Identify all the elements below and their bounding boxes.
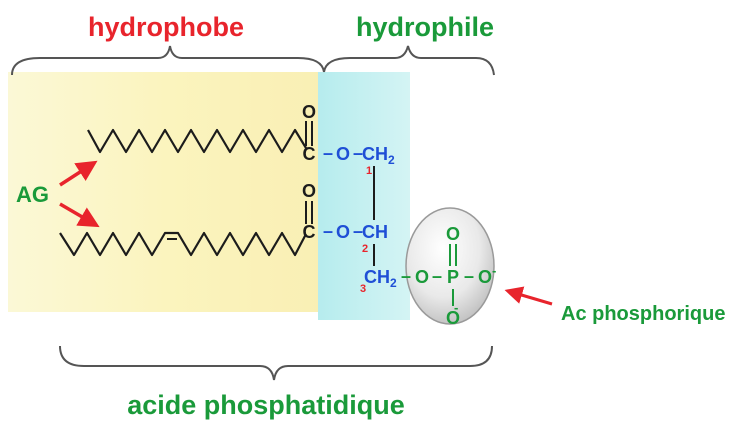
hydrophobe-label: hydrophobe <box>88 12 244 42</box>
ac-phosphorique-arrow <box>504 286 553 306</box>
phosphate-po-bond: – <box>464 266 474 286</box>
hydrophile-label: hydrophile <box>356 12 494 42</box>
upper-carbonyl-oxygen: O <box>302 102 316 122</box>
phosphate-top-oxygen: O <box>446 224 460 244</box>
acide-phosphatidique-label: acide phosphatidique <box>127 390 405 420</box>
ag-label: AG <box>16 182 49 207</box>
upper-ester-carbon: C <box>303 144 316 164</box>
glycerol-ch2-top: CH2 <box>362 144 395 167</box>
carbon-position-1: 1 <box>366 165 372 177</box>
lower-ester-carbon: C <box>303 222 316 242</box>
glycerol-ch2-bottom: CH2 <box>364 267 397 290</box>
acide-phosphatidique-brace <box>59 345 493 381</box>
carbon-position-3: 3 <box>360 283 366 295</box>
ag-arrow-upper <box>59 160 98 187</box>
ag-arrow-lower <box>59 202 100 228</box>
hydrophobe-brace <box>11 45 325 76</box>
phosphate-bottom-oxygen: O- <box>446 300 460 328</box>
lower-carbonyl-oxygen: O <box>302 181 316 201</box>
lower-ester-bond: – <box>323 221 333 241</box>
phosphate-right-oxygen: O- <box>478 263 496 287</box>
hydrophile-region <box>318 72 410 320</box>
upper-ester-oxygen: O <box>336 144 350 164</box>
phosphate-bridge-bond: – <box>401 266 411 286</box>
lower-fatty-acid-chain <box>59 231 307 257</box>
ac-phosphorique-label: Ac phosphorique <box>561 303 725 325</box>
glycerol-ch-middle: CH <box>362 222 388 242</box>
upper-fatty-acid-chain <box>87 128 307 154</box>
upper-glycerol-bond: – <box>353 143 363 163</box>
lower-glycerol-bond: – <box>353 221 363 241</box>
hydrophile-brace <box>323 45 495 76</box>
hydrophobe-region <box>8 72 324 312</box>
phosphate-bridge-oxygen: O <box>415 267 429 287</box>
carbon-position-2: 2 <box>362 243 368 255</box>
upper-ester-bond: – <box>323 143 333 163</box>
lower-ester-oxygen: O <box>336 222 350 242</box>
phosphate-op-bond: – <box>432 266 442 286</box>
phosphorus-atom: P <box>447 267 459 287</box>
